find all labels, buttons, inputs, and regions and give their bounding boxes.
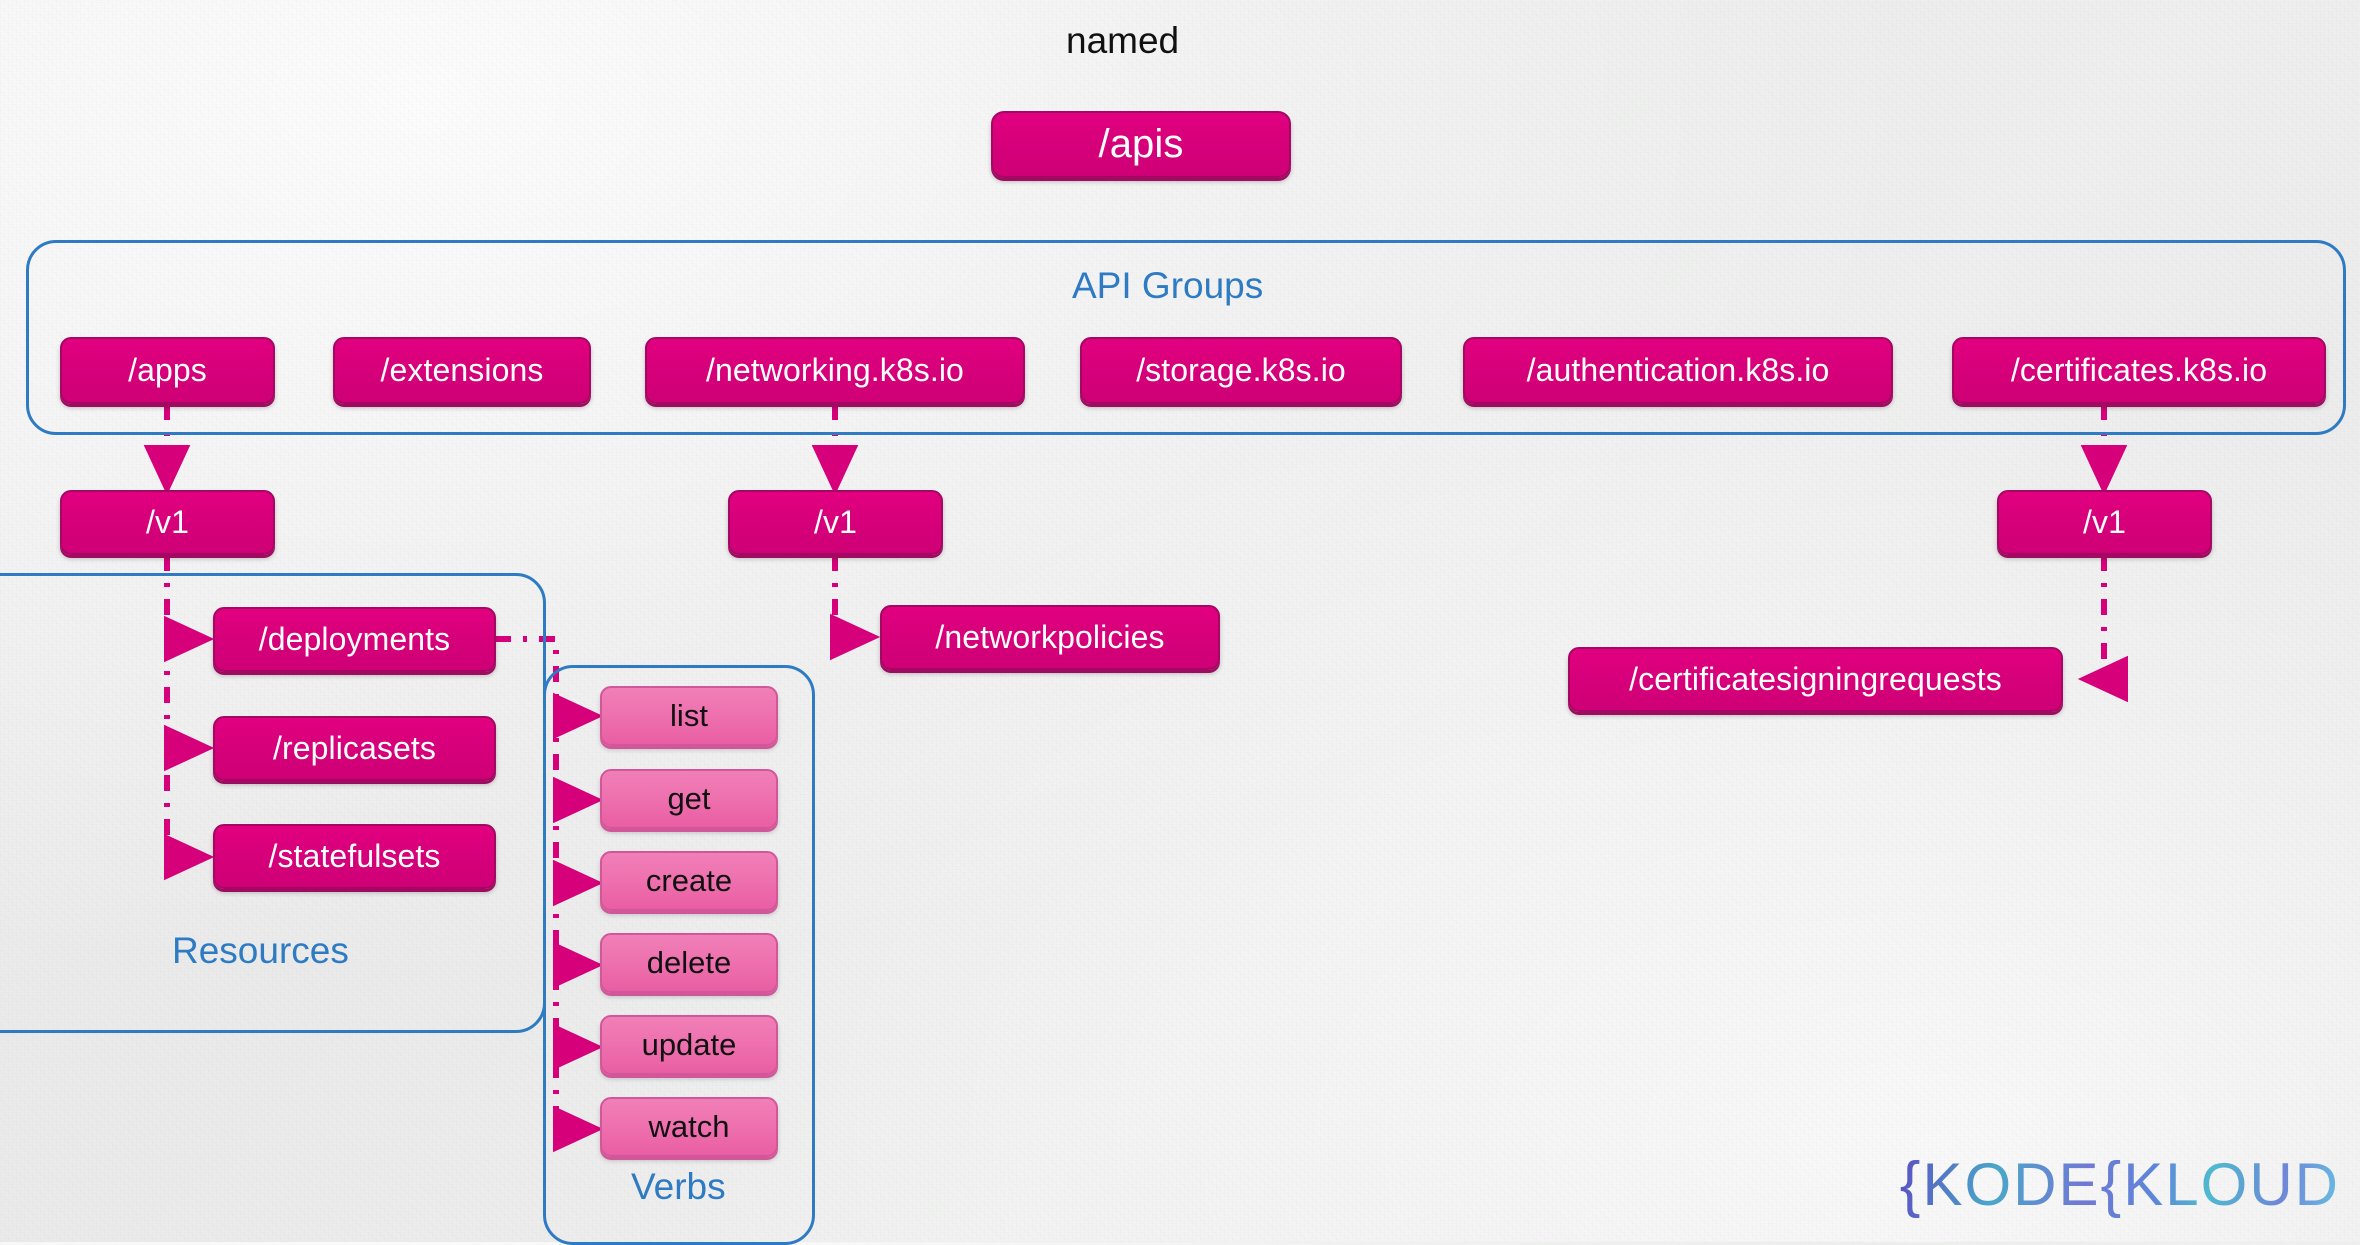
resource-node-statefulsets[interactable]: /statefulsets bbox=[213, 824, 496, 889]
kodekloud-logo: {KODE{KLOUD bbox=[1900, 1149, 2340, 1220]
apis-root-node[interactable]: /apis bbox=[991, 111, 1291, 178]
version-node-apps-v1[interactable]: /v1 bbox=[60, 490, 275, 555]
resource-node-deployments[interactable]: /deployments bbox=[213, 607, 496, 672]
resource-node-networkpolicies[interactable]: /networkpolicies bbox=[880, 605, 1220, 670]
verb-node-delete[interactable]: delete bbox=[600, 933, 778, 993]
resource-node-replicasets[interactable]: /replicasets bbox=[213, 716, 496, 781]
resource-node-certificatesigningrequests[interactable]: /certificatesigningrequests bbox=[1568, 647, 2063, 712]
api-group-node-extensions[interactable]: /extensions bbox=[333, 337, 591, 404]
verb-node-list[interactable]: list bbox=[600, 686, 778, 746]
verb-node-update[interactable]: update bbox=[600, 1015, 778, 1075]
api-groups-container bbox=[26, 240, 2346, 435]
api-groups-label: API Groups bbox=[1072, 265, 1264, 306]
api-group-node-apps[interactable]: /apps bbox=[60, 337, 275, 404]
verb-node-create[interactable]: create bbox=[600, 851, 778, 911]
version-node-certificates-v1[interactable]: /v1 bbox=[1997, 490, 2212, 555]
logo-brace-2: { bbox=[2100, 1150, 2124, 1219]
api-group-node-authentication[interactable]: /authentication.k8s.io bbox=[1463, 337, 1893, 404]
api-group-node-networking[interactable]: /networking.k8s.io bbox=[645, 337, 1025, 404]
logo-word-1: ODE bbox=[1964, 1151, 2101, 1218]
api-group-node-storage[interactable]: /storage.k8s.io bbox=[1080, 337, 1402, 404]
logo-word-2: LOUD bbox=[2165, 1151, 2340, 1218]
resources-label: Resources bbox=[172, 930, 349, 971]
version-node-networking-v1[interactable]: /v1 bbox=[728, 490, 943, 555]
logo-k-1: K bbox=[1922, 1151, 1965, 1218]
diagram-title: named bbox=[1066, 20, 1180, 61]
verbs-label: Verbs bbox=[631, 1166, 726, 1207]
logo-brace-1: { bbox=[1899, 1150, 1923, 1219]
verb-node-watch[interactable]: watch bbox=[600, 1097, 778, 1157]
verb-node-get[interactable]: get bbox=[600, 769, 778, 829]
api-group-node-certificates[interactable]: /certificates.k8s.io bbox=[1952, 337, 2326, 404]
logo-k-2: K bbox=[2123, 1151, 2166, 1218]
